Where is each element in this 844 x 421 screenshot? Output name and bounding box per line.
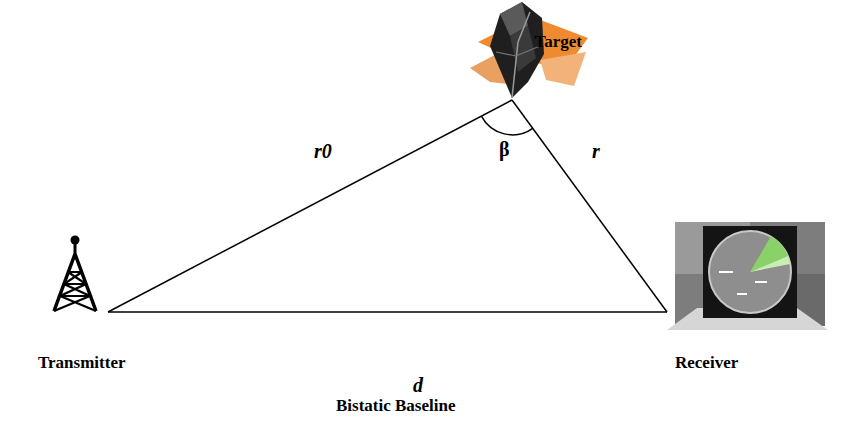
triangle-side bbox=[108, 312, 667, 313]
node-label: Transmitter bbox=[38, 353, 126, 373]
radar-display-icon bbox=[667, 222, 828, 330]
angle-symbol: β bbox=[499, 138, 510, 160]
target-node: Target bbox=[470, 2, 594, 100]
distance-label: r bbox=[592, 140, 600, 162]
transmitter-tower-icon bbox=[40, 232, 108, 312]
receiver-node: Receiver bbox=[667, 222, 828, 330]
triangle-side bbox=[512, 100, 667, 312]
baseline-caption: Bistatic Baseline bbox=[336, 397, 455, 416]
node-label: Receiver bbox=[675, 353, 738, 373]
distance-label: r0 bbox=[314, 140, 332, 162]
transmitter-node: Transmitter bbox=[40, 232, 108, 312]
distance-label: d bbox=[413, 374, 423, 396]
node-label: Target bbox=[534, 32, 582, 52]
triangle-side bbox=[108, 100, 512, 312]
